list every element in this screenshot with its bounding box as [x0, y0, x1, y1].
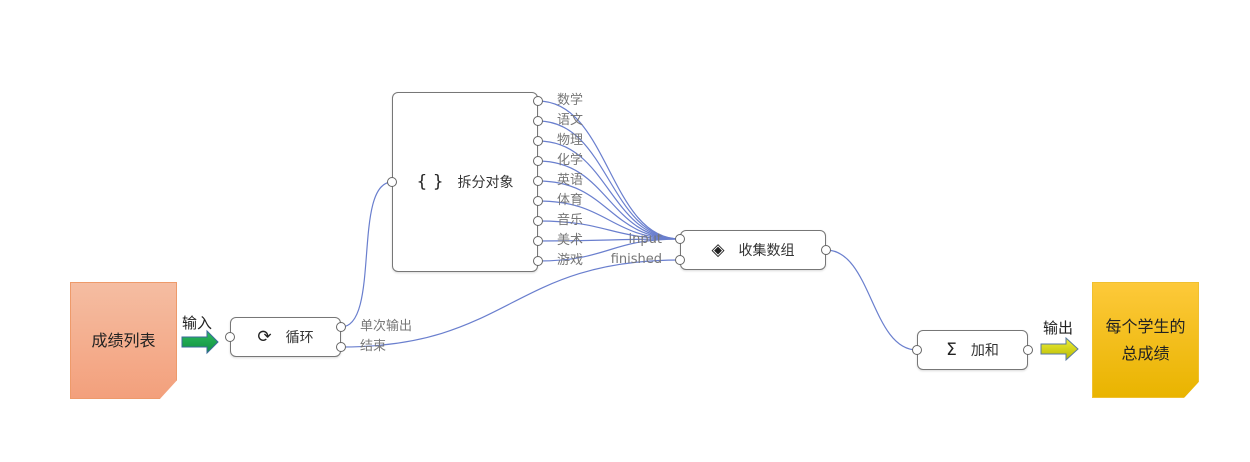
loop-output-port-single[interactable] — [336, 322, 346, 332]
sum-node[interactable]: Σ 加和 — [917, 330, 1028, 370]
edge-split-to-collect — [537, 140, 681, 240]
split-output-label: 美术 — [557, 233, 584, 248]
input-edge-label: 输入 — [182, 314, 213, 332]
edge-loop-end-to-collect — [340, 259, 681, 348]
loop-output-label: 单次输出 — [360, 319, 413, 334]
edge-split-to-collect — [537, 200, 681, 240]
input-note[interactable]: 成绩列表 — [70, 282, 177, 399]
split-input-port[interactable] — [387, 177, 397, 187]
split-output-label: 化学 — [557, 153, 584, 168]
split-output-port[interactable] — [533, 136, 543, 146]
split-output-port[interactable] — [533, 116, 543, 126]
split-output-port[interactable] — [533, 156, 543, 166]
collect-node[interactable]: ◈ 收集数组 — [680, 230, 826, 270]
split-output-port[interactable] — [533, 256, 543, 266]
collect-finished-port[interactable] — [675, 255, 685, 265]
input-note-text: 成绩列表 — [91, 331, 156, 350]
layers-icon: ◈ — [711, 240, 725, 260]
edge-loop-to-split — [340, 181, 393, 328]
input-arrow — [181, 329, 219, 355]
split-node-title: 拆分对象 — [457, 175, 514, 191]
split-output-port[interactable] — [533, 196, 543, 206]
split-output-label: 游戏 — [557, 253, 584, 268]
output-note[interactable]: 每个学生的总成绩 — [1092, 282, 1199, 398]
edge-split-to-collect — [537, 120, 681, 240]
split-output-label: 物理 — [557, 133, 584, 148]
split-output-port[interactable] — [533, 216, 543, 226]
braces-icon: { } — [416, 172, 444, 192]
split-output-label: 音乐 — [557, 213, 584, 228]
split-output-label: 英语 — [557, 173, 584, 188]
loop-output-port-end[interactable] — [336, 342, 346, 352]
loop-node[interactable]: ⟳ 循环 — [230, 317, 341, 357]
split-output-label: 语文 — [557, 113, 584, 128]
split-output-label: 数学 — [557, 93, 584, 108]
split-output-port[interactable] — [533, 176, 543, 186]
sum-node-title: 加和 — [970, 343, 999, 359]
loop-output-label: 结束 — [360, 339, 387, 354]
split-output-port[interactable] — [533, 236, 543, 246]
output-edge-label: 输出 — [1043, 319, 1074, 337]
collect-input-port[interactable] — [675, 234, 685, 244]
edge-split-to-collect — [537, 160, 681, 240]
loop-node-title: 循环 — [285, 330, 314, 346]
edge-split-to-collect — [537, 180, 681, 240]
split-output-port[interactable] — [533, 96, 543, 106]
split-node[interactable]: { } 拆分对象 — [392, 92, 538, 272]
collect-input-label: finished — [610, 252, 662, 267]
sum-output-port[interactable] — [1023, 345, 1033, 355]
collect-output-port[interactable] — [821, 245, 831, 255]
edge-split-to-collect — [537, 220, 681, 240]
edge-collect-to-sum — [825, 249, 918, 351]
loop-input-port[interactable] — [225, 332, 235, 342]
sum-input-port[interactable] — [912, 345, 922, 355]
edge-split-to-collect — [537, 238, 681, 242]
output-arrow — [1040, 336, 1079, 362]
split-output-label: 体育 — [557, 193, 584, 208]
edge-split-to-collect — [537, 238, 681, 262]
collect-input-label: input — [628, 232, 662, 247]
collect-node-title: 收集数组 — [738, 243, 795, 259]
output-note-text: 每个学生的总成绩 — [1105, 317, 1186, 363]
sigma-icon: Σ — [946, 340, 957, 360]
loop-icon: ⟳ — [257, 327, 272, 347]
edge-split-to-collect — [537, 100, 681, 240]
